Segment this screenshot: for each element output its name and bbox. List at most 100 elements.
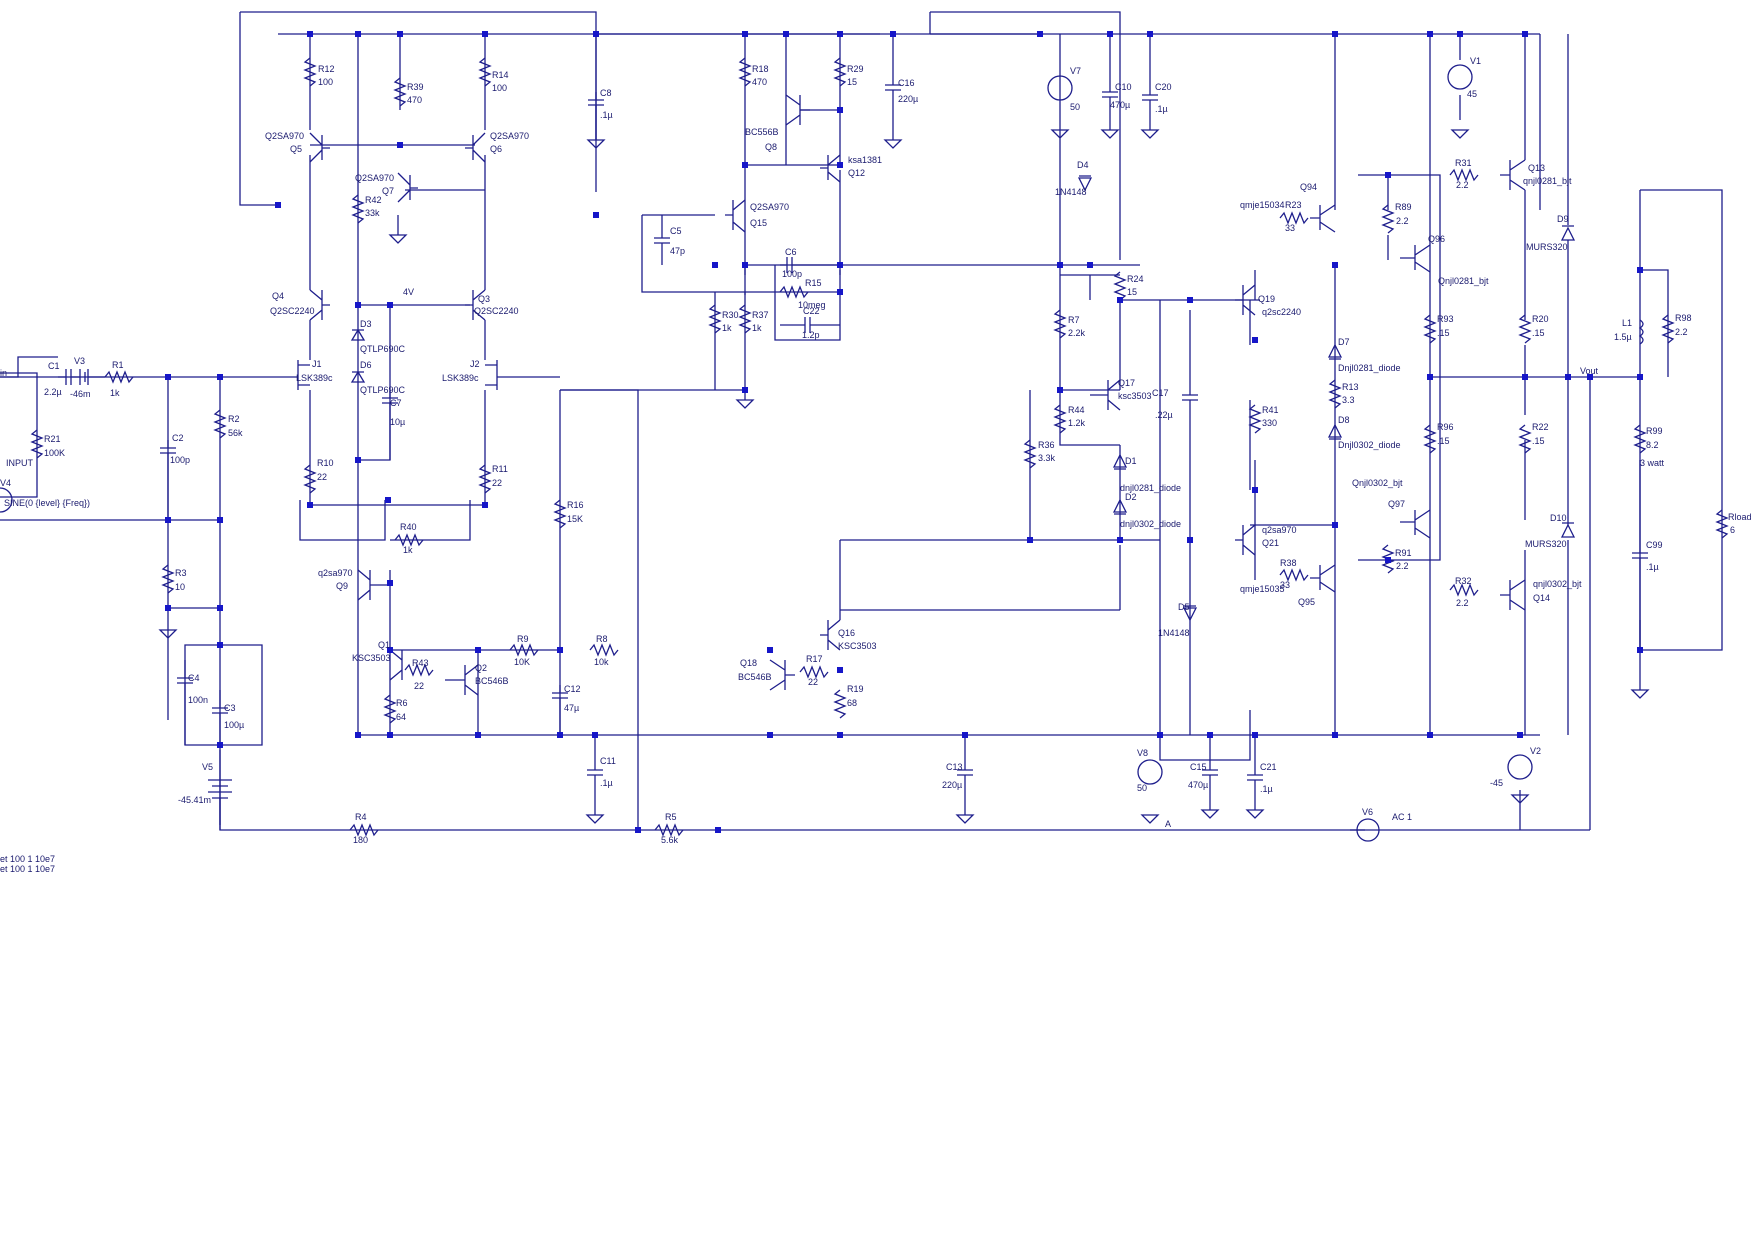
resistor-R7 xyxy=(1053,309,1067,339)
transistor-Q2 xyxy=(445,664,479,696)
label-R17-val: 22 xyxy=(808,677,818,687)
label-D3: D3 xyxy=(360,319,372,329)
label-R24-val: 15 xyxy=(1127,287,1137,297)
label-R23: R23 xyxy=(1285,200,1302,210)
resistor-R36 xyxy=(1023,439,1037,469)
label-C15: C15 xyxy=(1190,762,1207,772)
capacitor-C5 xyxy=(654,215,670,265)
label-Q1: Q1 xyxy=(378,640,390,650)
label-R9: R9 xyxy=(517,634,529,644)
label-vout: Vout xyxy=(1580,366,1599,376)
resistor-R93 xyxy=(1423,314,1437,344)
capacitor-C6 xyxy=(780,257,840,273)
label-Q95: Q95 xyxy=(1298,597,1315,607)
resistor-R5 xyxy=(654,823,684,837)
label-R40: R40 xyxy=(400,522,417,532)
transistor-Q94 xyxy=(1310,204,1336,233)
label-D10-val: MURS320 xyxy=(1525,539,1567,549)
transistor-Q3 xyxy=(465,289,486,321)
label-Q7: Q7 xyxy=(382,186,394,196)
label-Q19-val: q2sc2240 xyxy=(1262,307,1301,317)
label-D7-val: Dnjl0281_diode xyxy=(1338,363,1401,373)
label-R44-val: 1.2k xyxy=(1068,418,1086,428)
label-V4: V4 xyxy=(0,478,11,488)
label-C20-val: .1µ xyxy=(1155,104,1168,114)
transistor-Q16 xyxy=(820,619,841,651)
label-R12: R12 xyxy=(318,64,335,74)
resistor-R20 xyxy=(1518,314,1532,344)
label-R9-val: 10K xyxy=(514,657,530,667)
label-Q8-val: BC556B xyxy=(745,127,779,137)
label-C22-val: 1.2p xyxy=(802,330,820,340)
label-Q21-val: q2sa970 xyxy=(1262,525,1297,535)
label-INPUT: INPUT xyxy=(6,458,34,468)
label-C99: C99 xyxy=(1646,540,1663,550)
label-D7: D7 xyxy=(1338,337,1350,347)
label-R12-val: 100 xyxy=(318,77,333,87)
transistor-Q4 xyxy=(309,289,330,321)
label-R21: R21 xyxy=(44,434,61,444)
resistor-R19 xyxy=(833,689,847,719)
label-C20: C20 xyxy=(1155,82,1172,92)
label-D8-val: Dnjl0302_diode xyxy=(1338,440,1401,450)
label-C4-val: 100n xyxy=(188,695,208,705)
label-Q15-val: Q2SA970 xyxy=(750,202,789,212)
label-R96: R96 xyxy=(1437,422,1454,432)
resistor-R21 xyxy=(30,429,44,459)
label-R30: R30 xyxy=(722,310,739,320)
diode-D5 xyxy=(1182,605,1198,622)
label-R16-val: 15K xyxy=(567,514,583,524)
label-Rload: Rload xyxy=(1728,512,1752,522)
resistor-R14 xyxy=(478,57,492,87)
label-R37: R37 xyxy=(752,310,769,320)
resistor-R4 xyxy=(349,823,379,837)
label-Rload-val: 6 xyxy=(1730,525,1735,535)
label-D5: D5 xyxy=(1178,602,1190,612)
capacitor-C4 xyxy=(177,660,193,745)
label-Q5-val: Q2SA970 xyxy=(265,131,304,141)
label-R11-val: 22 xyxy=(492,478,502,488)
label-R31: R31 xyxy=(1455,158,1472,168)
resistor-R96 xyxy=(1423,424,1437,454)
label-R32: R32 xyxy=(1455,576,1472,586)
source-V5 xyxy=(208,779,232,830)
transistor-J1 xyxy=(290,360,310,390)
label-R38-val: 33 xyxy=(1280,580,1290,590)
label-R89-val: 2.2 xyxy=(1396,216,1409,226)
label-R17: R17 xyxy=(806,654,823,664)
transistor-Q21 xyxy=(1235,524,1256,556)
capacitor-C99 xyxy=(1632,460,1648,650)
resistor-R39 xyxy=(393,77,407,107)
label-R30-val: 1k xyxy=(722,323,732,333)
label-Q15: Q15 xyxy=(750,218,767,228)
label-Q13: Q13 xyxy=(1528,163,1545,173)
resistor-R32 xyxy=(1449,583,1479,597)
label-V2: V2 xyxy=(1530,746,1541,756)
label-C12-val: 47µ xyxy=(564,703,579,713)
label-C1: C1 xyxy=(48,361,60,371)
source-V8 xyxy=(1137,759,1163,785)
label-D4-val: 1N4148 xyxy=(1055,187,1087,197)
diode-D10 xyxy=(1560,522,1576,538)
label-R36-val: 3.3k xyxy=(1038,453,1056,463)
label-Q96-val: Qnjl0281_bjt xyxy=(1438,276,1489,286)
label-C3: C3 xyxy=(224,703,236,713)
resistor-R37 xyxy=(738,304,752,334)
label-D3-val: QTLP690C xyxy=(360,344,406,354)
label-Q97-val: Qnjl0302_bjt xyxy=(1352,478,1403,488)
resistor-R38 xyxy=(1279,568,1309,582)
label-R43: R43 xyxy=(412,658,429,668)
label-R14-val: 100 xyxy=(492,83,507,93)
label-R16: R16 xyxy=(567,500,584,510)
resistor-Rload xyxy=(1715,509,1729,539)
source-V2 xyxy=(1507,754,1533,780)
labels: R12 100 R39 470 R14 100 C8 .1µ R18 470 R… xyxy=(0,56,1752,874)
label-Q94: Q94 xyxy=(1300,182,1317,192)
label-C5-val: 47p xyxy=(670,246,685,256)
transistor-Q7 xyxy=(397,172,418,203)
source-V3 xyxy=(76,369,105,385)
resistor-R13 xyxy=(1328,379,1342,409)
label-Q9: Q9 xyxy=(336,581,348,591)
label-R8-val: 10k xyxy=(594,657,609,667)
